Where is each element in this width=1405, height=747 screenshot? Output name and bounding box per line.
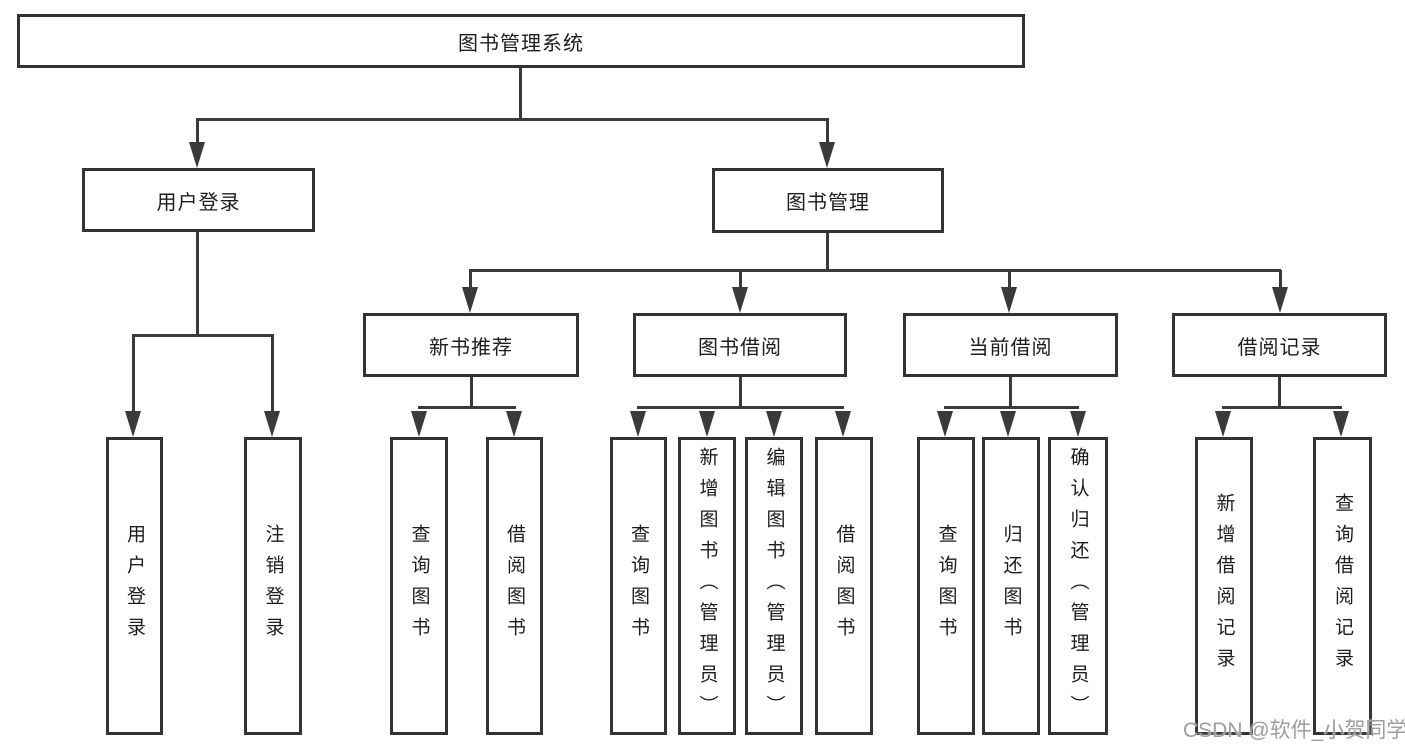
leaf-edit-books-admin-label: 编辑图书（管理员） [763,446,785,726]
arrow-down-icon [1215,411,1231,437]
section-book-borrow-label: 图书借阅 [698,336,782,359]
connector-vline [739,377,742,408]
section-book-borrow: 图书借阅 [633,313,847,377]
leaf-add-books-admin-label: 新增图书（管理员） [696,446,718,726]
leaf-query-books-recommend-label: 查询图书 [408,524,430,648]
leaf-borrow-books: 借阅图书 [815,437,873,735]
branch-book-management: 图书管理 [712,168,944,233]
arrow-down-icon [766,411,782,437]
connector-hline [196,118,829,121]
leaf-user-login: 用户登录 [106,437,163,735]
connector-vline [271,335,274,412]
arrow-down-icon [462,287,478,313]
arrow-down-icon [835,411,851,437]
leaf-user-login-label: 用户登录 [124,524,145,648]
connector-hline [132,334,274,337]
leaf-query-books-recommend: 查询图书 [390,437,448,735]
connector-vline [470,377,473,408]
arrow-down-icon [411,411,427,437]
root-node-label: 图书管理系统 [458,32,584,55]
leaf-borrow-books-label: 借阅图书 [833,524,855,648]
connector-vline [1278,377,1281,408]
leaf-edit-books-admin: 编辑图书（管理员） [745,437,803,735]
leaf-return-books-label: 归还图书 [1000,524,1022,648]
connector-vline [196,232,199,336]
section-borrow-records-label: 借阅记录 [1237,336,1322,359]
connector-hline [418,406,516,409]
arrow-down-icon [1333,411,1349,437]
arrow-down-icon [937,411,953,437]
connector-vline [196,119,199,144]
branch-user-login: 用户登录 [82,168,315,232]
connector-vline [826,233,829,271]
arrow-down-icon [125,411,141,437]
connector-hline [637,406,844,409]
connector-vline [1008,270,1011,289]
connector-vline [739,270,742,289]
arrow-down-icon [264,411,280,437]
arrow-down-icon [630,411,646,437]
leaf-confirm-return-admin-label: 确认归还（管理员） [1067,446,1089,726]
csdn-watermark: CSDN @软件_小贺同学 [1183,719,1405,742]
arrow-down-icon [1272,287,1288,313]
leaf-logout-label: 注销登录 [262,524,284,648]
leaf-add-borrow-record-label: 新增借阅记录 [1213,493,1235,679]
leaf-borrow-books-recommend-label: 借阅图书 [504,524,525,648]
leaf-query-books-borrow: 查询图书 [610,437,667,735]
leaf-query-books-current: 查询图书 [917,437,975,735]
connector-vline [469,270,472,289]
leaf-return-books: 归还图书 [982,437,1040,735]
leaf-query-borrow-record-label: 查询借阅记录 [1332,493,1353,679]
leaf-borrow-books-recommend: 借阅图书 [486,437,543,735]
branch-user-login-label: 用户登录 [156,191,241,214]
connector-vline [1279,270,1282,289]
leaf-query-borrow-record: 查询借阅记录 [1313,437,1372,735]
connector-vline [132,335,135,412]
connector-vline [1009,377,1012,408]
arrow-down-icon [699,411,715,437]
leaf-add-books-admin: 新增图书（管理员） [678,437,736,735]
leaf-confirm-return-admin: 确认归还（管理员） [1048,437,1108,735]
arrow-down-icon [819,142,835,168]
section-new-book-recommend-label: 新书推荐 [429,336,513,359]
section-new-book-recommend: 新书推荐 [363,313,579,377]
arrow-down-icon [1000,411,1016,437]
arrow-down-icon [189,142,205,168]
connector-hline [1222,406,1342,409]
section-current-borrow: 当前借阅 [903,313,1118,377]
leaf-query-books-current-label: 查询图书 [935,524,957,648]
leaf-query-books-borrow-label: 查询图书 [628,524,649,648]
section-borrow-records: 借阅记录 [1172,313,1387,377]
section-current-borrow-label: 当前借阅 [968,336,1053,359]
leaf-add-borrow-record: 新增借阅记录 [1195,437,1253,735]
root-node: 图书管理系统 [17,14,1025,68]
connector-hline [469,269,1281,272]
leaf-logout: 注销登录 [244,437,302,735]
connector-vline [826,119,829,144]
connector-vline [519,68,522,120]
arrow-down-icon [732,287,748,313]
branch-book-management-label: 图书管理 [786,192,870,214]
arrow-down-icon [1070,411,1086,437]
arrow-down-icon [1001,287,1017,313]
arrow-down-icon [506,411,522,437]
connector-hline [944,406,1079,409]
